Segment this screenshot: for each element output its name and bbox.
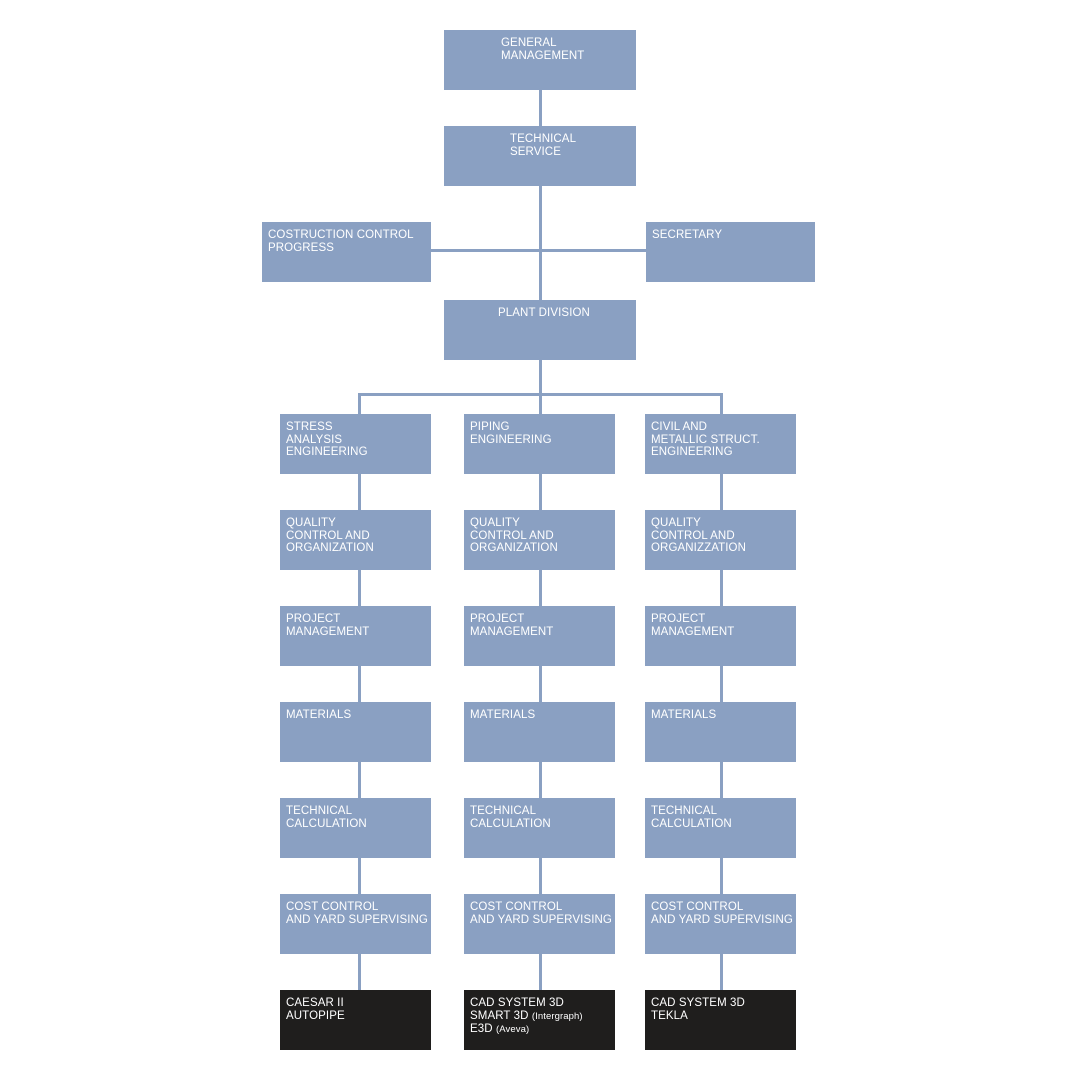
civil-metallic-engineering-box: CIVIL AND METALLIC STRUCT. ENGINEERING (645, 414, 796, 474)
column-2-software-box: CAD SYSTEM 3D SMART 3D (Intergraph) E3D … (464, 990, 615, 1050)
connector-column-1-trunk (358, 393, 361, 990)
column-1-quality-line-2: CONTROL AND (286, 529, 370, 542)
column-1-calc-line-1: TECHNICAL (286, 805, 353, 817)
column-2-software-line-3-text: E3D (470, 1023, 493, 1035)
technical-service-line-2: SERVICE (510, 145, 561, 158)
column-2-quality-line-1: QUALITY (470, 517, 520, 529)
column-1-cost-line-1: COST CONTROL (286, 901, 379, 913)
column-1-project-line-2: MANAGEMENT (286, 625, 370, 638)
secretary-label: SECRETARY (652, 229, 723, 241)
column-2-head-line-2: ENGINEERING (470, 433, 552, 446)
plant-division-label: PLANT DIVISION (498, 307, 590, 319)
column-3-materials-box: MATERIALS (645, 702, 796, 762)
column-1-software-line-1: CAESAR II (286, 997, 344, 1009)
column-3-materials-label: MATERIALS (651, 709, 717, 721)
connector-staff-horizontal (430, 249, 646, 252)
column-3-project-box: PROJECT MANAGEMENT (645, 606, 796, 666)
plant-division-box: PLANT DIVISION (444, 300, 636, 360)
column-2-software-line-2: SMART 3D (Intergraph) (470, 1010, 609, 1024)
column-2-software-line-3: E3D (Aveva) (470, 1023, 609, 1037)
column-1-quality-box: QUALITY CONTROL AND ORGANIZATION (280, 510, 431, 570)
column-2-calculation-box: TECHNICAL CALCULATION (464, 798, 615, 858)
stress-analysis-engineering-box: STRESS ANALYSIS ENGINEERING (280, 414, 431, 474)
column-1-software-box: CAESAR II AUTOPIPE (280, 990, 431, 1050)
column-2-software-line-2-text: SMART 3D (470, 1009, 529, 1022)
column-3-head-line-1: CIVIL AND (651, 421, 708, 433)
connector-column-2-trunk (539, 393, 542, 990)
column-1-software-line-2-text: AUTOPIPE (286, 1009, 345, 1022)
column-2-software-line-3-note: (Aveva) (495, 1024, 530, 1035)
column-2-software-line-1: CAD SYSTEM 3D (470, 997, 564, 1009)
column-3-calculation-box: TECHNICAL CALCULATION (645, 798, 796, 858)
column-2-quality-box: QUALITY CONTROL AND ORGANIZATION (464, 510, 615, 570)
technical-service-line-1: TECHNICAL (510, 133, 577, 145)
construction-control-line-2: PROGRESS (268, 241, 334, 254)
column-3-software-line-2-text: TEKLA (651, 1009, 688, 1022)
construction-control-box: COSTRUCTION CONTROL PROGRESS (262, 222, 431, 282)
column-1-project-box: PROJECT MANAGEMENT (280, 606, 431, 666)
column-1-head-line-1: STRESS (286, 421, 333, 433)
column-2-quality-line-2: CONTROL AND (470, 529, 554, 542)
column-1-calc-line-2: CALCULATION (286, 817, 367, 830)
column-2-materials-box: MATERIALS (464, 702, 615, 762)
secretary-box: SECRETARY (646, 222, 815, 282)
general-management-line-1: GENERAL (501, 37, 557, 49)
column-2-materials-label: MATERIALS (470, 709, 536, 721)
column-3-calc-line-2: CALCULATION (651, 817, 732, 830)
column-3-cost-line-1: COST CONTROL (651, 901, 744, 913)
column-1-quality-line-1: QUALITY (286, 517, 336, 529)
column-2-calc-line-2: CALCULATION (470, 817, 551, 830)
general-management-box: GENERAL MANAGEMENT (444, 30, 636, 90)
column-3-software-line-2: TEKLA (651, 1010, 790, 1023)
column-1-cost-line-2: AND YARD SUPERVISING (286, 913, 428, 926)
column-3-project-line-1: PROJECT (651, 613, 706, 625)
technical-service-box: TECHNICAL SERVICE (444, 126, 636, 186)
column-2-head-line-1: PIPING (470, 421, 510, 433)
column-2-calc-line-1: TECHNICAL (470, 805, 537, 817)
piping-engineering-box: PIPING ENGINEERING (464, 414, 615, 474)
column-2-project-line-2: MANAGEMENT (470, 625, 554, 638)
column-3-software-line-1: CAD SYSTEM 3D (651, 997, 745, 1009)
column-2-cost-line-2: AND YARD SUPERVISING (470, 913, 612, 926)
connector-plant-down (539, 359, 542, 395)
column-3-head-line-3: ENGINEERING (651, 446, 733, 458)
column-1-software-line-2: AUTOPIPE (286, 1010, 425, 1023)
general-management-line-2: MANAGEMENT (501, 49, 585, 62)
column-3-head-line-2: METALLIC STRUCT. (651, 433, 760, 446)
column-3-quality-box: QUALITY CONTROL AND ORGANIZZATION (645, 510, 796, 570)
connector-technical-to-plant (539, 185, 542, 301)
column-1-head-line-2: ANALYSIS (286, 433, 343, 446)
column-2-software-line-2-note: (Intergraph) (531, 1010, 583, 1022)
column-1-materials-box: MATERIALS (280, 702, 431, 762)
column-3-software-box: CAD SYSTEM 3D TEKLA (645, 990, 796, 1050)
column-3-quality-line-2: CONTROL AND (651, 529, 735, 542)
connector-column-3-trunk (720, 393, 723, 990)
column-3-cost-line-2: AND YARD SUPERVISING (651, 913, 793, 926)
column-1-materials-label: MATERIALS (286, 709, 352, 721)
column-3-calc-line-1: TECHNICAL (651, 805, 718, 817)
column-3-quality-line-3: ORGANIZZATION (651, 542, 747, 554)
connector-general-to-technical (539, 89, 542, 126)
column-1-quality-line-3: ORGANIZATION (286, 542, 374, 554)
column-2-cost-box: COST CONTROL AND YARD SUPERVISING (464, 894, 615, 954)
column-2-project-box: PROJECT MANAGEMENT (464, 606, 615, 666)
column-1-head-line-3: ENGINEERING (286, 446, 368, 458)
column-1-cost-box: COST CONTROL AND YARD SUPERVISING (280, 894, 431, 954)
column-2-project-line-1: PROJECT (470, 613, 525, 625)
column-1-calculation-box: TECHNICAL CALCULATION (280, 798, 431, 858)
column-2-quality-line-3: ORGANIZATION (470, 542, 558, 554)
column-1-project-line-1: PROJECT (286, 613, 341, 625)
column-3-cost-box: COST CONTROL AND YARD SUPERVISING (645, 894, 796, 954)
column-2-cost-line-1: COST CONTROL (470, 901, 563, 913)
column-3-quality-line-1: QUALITY (651, 517, 701, 529)
construction-control-line-1: COSTRUCTION CONTROL (268, 229, 414, 241)
column-3-project-line-2: MANAGEMENT (651, 625, 735, 638)
